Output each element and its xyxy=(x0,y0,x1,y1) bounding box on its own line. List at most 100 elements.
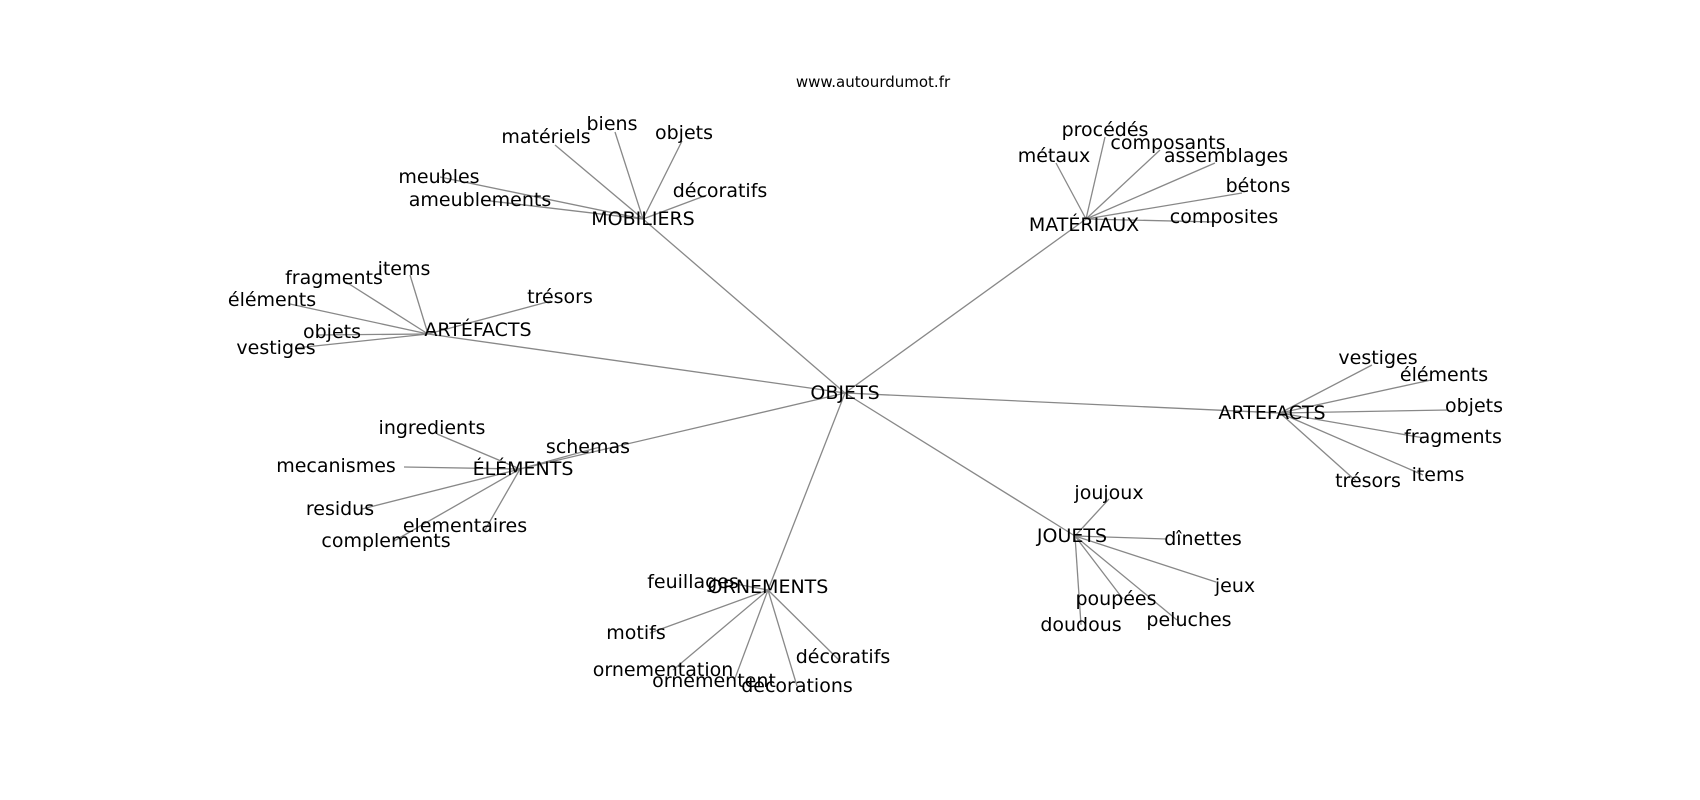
leaf-word: motifs xyxy=(606,622,665,644)
leaf-word: mecanismes xyxy=(276,455,396,477)
edge-cluster-to-word xyxy=(439,176,644,220)
edge-cluster-to-word xyxy=(403,466,521,470)
leaf-word: schemas xyxy=(546,436,630,458)
edge-cluster-to-word xyxy=(519,446,601,470)
edge-root-to-cluster xyxy=(844,218,1087,394)
leaf-word: ameublements xyxy=(409,189,552,211)
edge-cluster-to-word xyxy=(1074,535,1178,621)
edge-root-to-cluster xyxy=(767,392,846,591)
leaf-word: ornementent xyxy=(652,670,776,692)
leaf-word: doudous xyxy=(1040,614,1121,636)
leaf-word: meubles xyxy=(398,166,479,188)
edge-cluster-to-word xyxy=(1279,412,1357,482)
edge-cluster-to-word xyxy=(1074,535,1124,600)
edge-cluster-to-word xyxy=(649,589,769,634)
edge-cluster-to-word xyxy=(1279,412,1424,476)
edge-cluster-to-word xyxy=(289,303,429,335)
edges xyxy=(289,131,1449,687)
edge-cluster-to-word xyxy=(1279,379,1432,414)
edge-cluster-to-word xyxy=(767,589,798,687)
edge-cluster-to-word xyxy=(1074,535,1168,540)
leaf-word: poupées xyxy=(1075,588,1156,610)
leaf-word: éléments xyxy=(1400,364,1488,386)
edge-cluster-to-word xyxy=(642,140,683,220)
leaf-word: fragments xyxy=(1404,426,1502,448)
edge-cluster-to-word xyxy=(1279,409,1449,414)
cluster-node: ARTEFACTS xyxy=(1218,402,1325,424)
leaf-word: composites xyxy=(1170,206,1278,228)
leaf-word: décoratifs xyxy=(796,646,891,668)
edge-cluster-to-word xyxy=(436,433,521,470)
edge-cluster-to-word xyxy=(393,468,521,542)
leaf-word: items xyxy=(1412,464,1465,486)
leaf-word: joujoux xyxy=(1073,482,1143,504)
edge-cluster-to-word xyxy=(315,333,429,336)
leaf-word: assemblages xyxy=(1164,145,1288,167)
leaf-word: objets xyxy=(1445,395,1503,417)
edge-cluster-to-word xyxy=(554,144,644,220)
edge-cluster-to-word xyxy=(767,589,842,663)
leaf-word: trésors xyxy=(1335,470,1401,492)
edge-cluster-to-word xyxy=(614,131,644,220)
leaf-word: trésors xyxy=(527,286,593,308)
cluster-node: ARTÉFACTS xyxy=(424,318,531,341)
leaf-word: feuillages xyxy=(647,571,739,593)
edge-cluster-to-word xyxy=(481,199,644,220)
edge-cluster-to-word xyxy=(642,194,708,220)
cluster-node: JOUETS xyxy=(1036,525,1107,547)
cluster-node: ÉLÉMENTS xyxy=(473,457,574,480)
leaf-word: vestiges xyxy=(1338,347,1417,369)
leaf-word: décoratifs xyxy=(673,180,768,202)
edge-cluster-to-word xyxy=(1074,498,1110,537)
edge-cluster-to-word xyxy=(729,582,769,591)
leaf-word: elementaires xyxy=(403,515,527,537)
edge-cluster-to-word xyxy=(1055,162,1087,220)
edge-cluster-to-word xyxy=(733,589,769,682)
leaf-word: dînettes xyxy=(1164,528,1242,550)
leaf-word: biens xyxy=(587,113,638,135)
leaf-word: métaux xyxy=(1018,145,1091,167)
edge-root-to-cluster xyxy=(519,392,846,470)
leaf-word: éléments xyxy=(228,289,316,311)
edge-cluster-to-word xyxy=(1085,192,1243,220)
leaf-word: objets xyxy=(655,122,713,144)
edge-cluster-to-word xyxy=(1085,162,1216,220)
leaf-word: matériels xyxy=(501,126,590,148)
cluster-node: ORNEMENTS xyxy=(708,576,829,598)
leaf-word: ornementation xyxy=(593,659,734,681)
edge-cluster-to-word xyxy=(295,333,429,349)
edge-cluster-to-word xyxy=(1074,535,1082,626)
source-label: www.autourdumot.fr xyxy=(796,73,951,91)
edge-cluster-to-word xyxy=(1074,535,1217,583)
leaf-word: fragments xyxy=(285,267,383,289)
edge-cluster-to-word xyxy=(345,281,429,335)
leaf-word: vestiges xyxy=(236,337,315,359)
edge-cluster-to-word xyxy=(1085,149,1161,220)
edge-root-to-cluster xyxy=(844,392,1076,537)
leaf-word: composants xyxy=(1110,132,1225,154)
root-node: OBJETS xyxy=(810,382,879,404)
leaf-word: décorations xyxy=(741,675,853,697)
leaf-word: residus xyxy=(306,498,374,520)
edge-cluster-to-word xyxy=(484,468,521,531)
leaf-word: jeux xyxy=(1214,575,1255,597)
edge-root-to-cluster xyxy=(642,218,846,394)
leaf-word: procédés xyxy=(1062,119,1149,141)
leaf-word: bétons xyxy=(1226,175,1291,197)
leaf-word: objets xyxy=(303,321,361,343)
edge-cluster-to-word xyxy=(409,274,429,335)
edge-root-to-cluster xyxy=(427,333,846,394)
cluster-node: MATÉRIAUX xyxy=(1029,213,1139,236)
leaf-word: complements xyxy=(321,530,450,552)
edge-cluster-to-word xyxy=(672,589,769,671)
leaf-word: ingredients xyxy=(379,417,486,439)
edge-cluster-to-word xyxy=(1279,412,1425,439)
leaf-word: peluches xyxy=(1146,609,1231,631)
edge-cluster-to-word xyxy=(1085,136,1106,220)
edge-root-to-cluster xyxy=(844,392,1281,414)
edge-cluster-to-word xyxy=(1085,218,1216,223)
edge-cluster-to-word xyxy=(361,468,521,510)
cluster-node: MOBILIERS xyxy=(591,208,694,230)
